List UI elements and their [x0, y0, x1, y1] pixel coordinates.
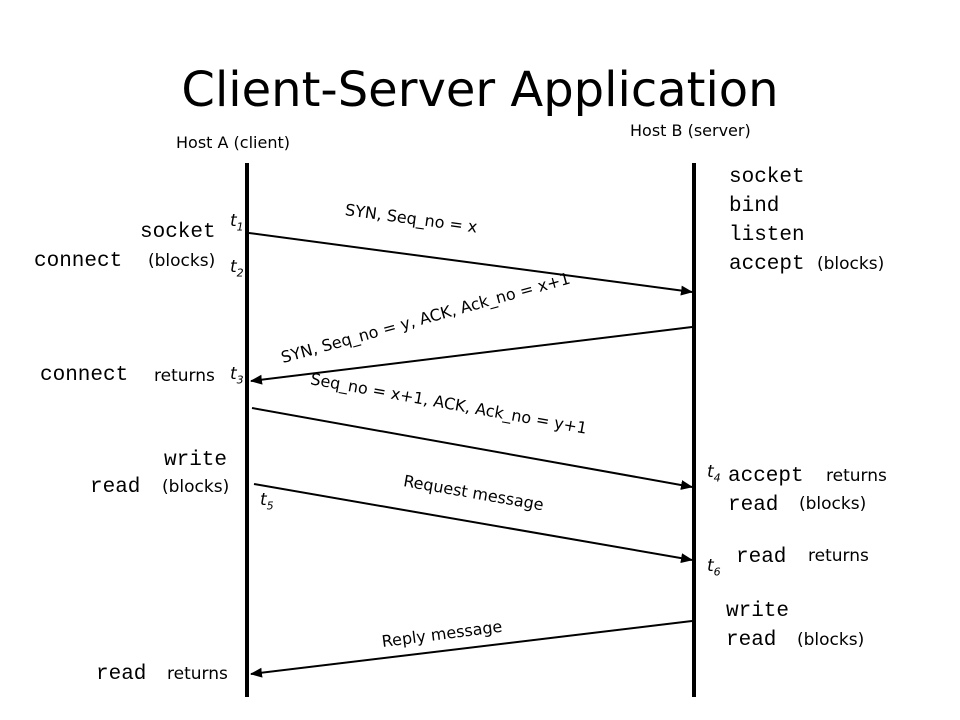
- server-read-blocks: (blocks): [799, 494, 867, 514]
- server-accept-blocks: (blocks): [817, 254, 885, 274]
- time-marker-t4: t4: [707, 462, 721, 485]
- client-connect-returns-label: returns: [154, 366, 215, 386]
- server-socket-call: socket: [729, 166, 805, 189]
- server-bind-call: bind: [729, 195, 780, 218]
- client-connect-blocks: (blocks): [148, 251, 216, 271]
- server-read-returns-label: returns: [808, 546, 869, 566]
- time-marker-t2: t2: [230, 257, 244, 280]
- ack-arrow: [251, 407, 693, 490]
- server-read-again-blocks: (blocks): [797, 630, 865, 650]
- request-arrow: [253, 483, 693, 564]
- time-marker-t3: t3: [230, 364, 244, 387]
- client-write-call: write: [164, 449, 228, 472]
- server-accept-returns-label: returns: [826, 466, 887, 486]
- client-read-blocks: (blocks): [162, 477, 230, 497]
- client-read-returns-label: returns: [167, 664, 228, 684]
- syn-arrow: [248, 232, 693, 296]
- time-marker-t6: t6: [707, 556, 721, 579]
- server-accept-returns-call: accept: [728, 465, 804, 488]
- host-b-label: Host B (server): [630, 121, 751, 140]
- client-read-returns-call: read: [96, 663, 147, 686]
- server-read-call: read: [728, 494, 779, 517]
- client-connect-returns-call: connect: [40, 364, 129, 387]
- client-read-call: read: [90, 476, 141, 499]
- server-read-returns-call: read: [736, 546, 787, 569]
- server-listen-call: listen: [729, 224, 805, 247]
- reply-arrow: [250, 620, 693, 678]
- host-a-label: Host A (client): [176, 133, 290, 152]
- time-marker-t5: t5: [260, 490, 274, 513]
- client-socket-call: socket: [140, 221, 216, 244]
- server-read-again-call: read: [726, 629, 777, 652]
- time-marker-t1: t1: [230, 211, 244, 234]
- synack-arrow: [250, 326, 693, 385]
- client-connect-call: connect: [34, 250, 123, 273]
- server-write-call: write: [726, 600, 790, 623]
- page-title: Client-Server Application: [181, 62, 779, 118]
- server-accept-call: accept: [729, 253, 805, 276]
